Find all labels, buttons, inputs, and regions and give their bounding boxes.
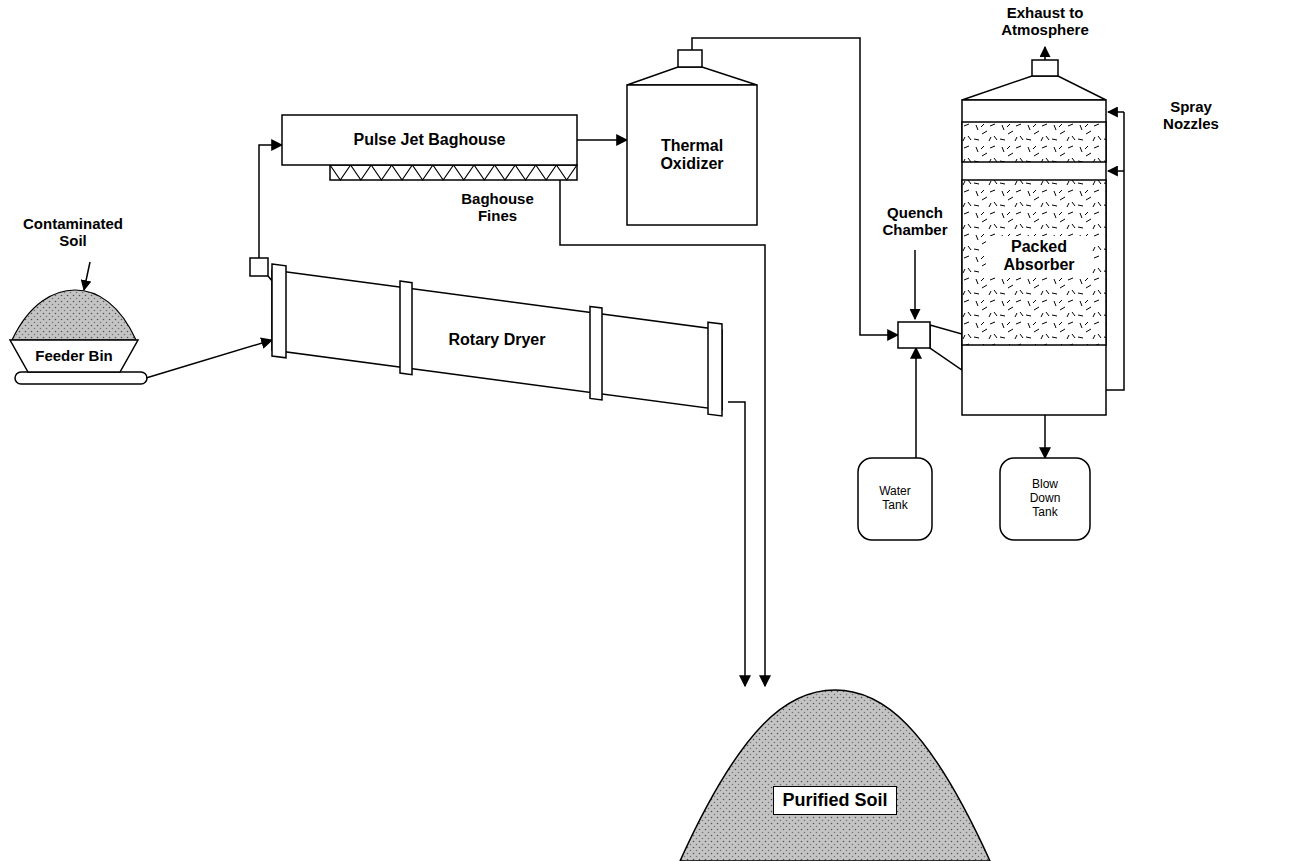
node-label: Quench Chamber: [870, 204, 960, 239]
outline: [898, 322, 930, 348]
outline: [962, 100, 1106, 415]
outline: [962, 180, 1106, 345]
duct: [930, 325, 962, 370]
part-label: Exhaust to Atmosphere: [985, 4, 1105, 39]
outline: [272, 270, 722, 410]
baghouse-box: Pulse Jet Baghouse: [282, 115, 577, 165]
node-label: Packed Absorber: [986, 236, 1092, 277]
flow-line: [560, 180, 765, 686]
baghouse-hopper: [392, 165, 413, 180]
outline: [1000, 458, 1090, 540]
baghouse-hopper: [536, 165, 557, 180]
outline: [962, 122, 1106, 162]
outline: [400, 281, 412, 375]
leader-arrow: [84, 262, 90, 290]
flow-line: [728, 402, 745, 686]
oxidizer-stack: [678, 50, 702, 67]
outline: [590, 306, 602, 400]
flow-label: Baghouse Fines: [445, 190, 550, 225]
outline: [10, 340, 138, 372]
baghouse-hopper: [330, 165, 577, 180]
spray-recirculation: [1106, 112, 1124, 390]
rotary-dryer: Rotary Dryer: [272, 270, 722, 410]
flow-line: [1044, 415, 1046, 458]
leader-arrow: [914, 250, 916, 319]
outline: [680, 690, 990, 861]
node-label: Pulse Jet Baghouse: [353, 131, 505, 149]
outline: [282, 115, 577, 165]
feeder-bin: Feeder Bin: [10, 340, 138, 372]
absorber-stack: [962, 47, 1106, 100]
part-label: Contaminated Soil: [8, 215, 138, 250]
oxidizer-stack: [627, 50, 757, 85]
node-label: Blow Down Tank: [1023, 478, 1067, 519]
oxidizer-stack: [627, 67, 757, 85]
leader-arrow: [915, 250, 916, 319]
absorber-stack: [962, 76, 1106, 100]
dryer-inlet-hood: [250, 258, 273, 282]
baghouse-hopper: [556, 165, 577, 180]
node-label: Purified Soil: [773, 786, 896, 815]
spray-recirculation: [1108, 170, 1124, 172]
soil-pile-outline: [680, 690, 990, 861]
soil-pile: [12, 290, 136, 340]
baghouse-hopper: [412, 165, 433, 180]
blowdown-tank: Blow Down Tank: [1000, 458, 1090, 540]
oxidizer-box: Thermal Oxidizer: [627, 85, 757, 225]
baghouse-hopper: [433, 165, 454, 180]
flow-line: [259, 145, 282, 258]
leader-arrow: [84, 262, 90, 290]
soil-pile: [12, 290, 136, 340]
baghouse-hopper: [330, 165, 351, 180]
outline: [858, 458, 932, 540]
spray-recirculation: [1106, 112, 1124, 390]
baghouse-hopper: [495, 165, 516, 180]
absorber-stack: [1032, 60, 1058, 76]
node-label: Feeder Bin: [35, 347, 113, 364]
water-tank: Water Tank: [858, 458, 932, 540]
dryer-inlet-hood: [250, 258, 268, 276]
baghouse-hopper: [330, 165, 577, 180]
baghouse-hopper: [453, 165, 474, 180]
baghouse-hopper: [371, 165, 392, 180]
baghouse-hopper: [474, 165, 495, 180]
node-label: Water Tank: [873, 485, 917, 513]
absorber-stack: [1044, 47, 1046, 60]
baghouse-hopper: [515, 165, 536, 180]
outline: [627, 85, 757, 225]
node-label: Rotary Dryer: [449, 331, 546, 349]
flow-line: [915, 348, 917, 458]
part-label: Spray Nozzles: [1146, 98, 1236, 133]
spray-recirculation: [1108, 111, 1124, 113]
outline: [708, 322, 722, 416]
conveyor-belt: [15, 372, 147, 384]
quench-chamber: Quench Chamber: [898, 322, 930, 348]
soil-pile: Purified Soil: [680, 690, 990, 861]
quench-chamber-outline: [898, 322, 930, 348]
baghouse-hopper: [351, 165, 372, 180]
absorber-tower: Packed Absorber: [962, 100, 1106, 415]
conveyor-belt: [15, 372, 147, 384]
flow-line: [577, 139, 627, 141]
flow-line: [146, 340, 272, 378]
node-label: Thermal Oxidizer: [647, 137, 737, 174]
outline: [272, 264, 286, 358]
